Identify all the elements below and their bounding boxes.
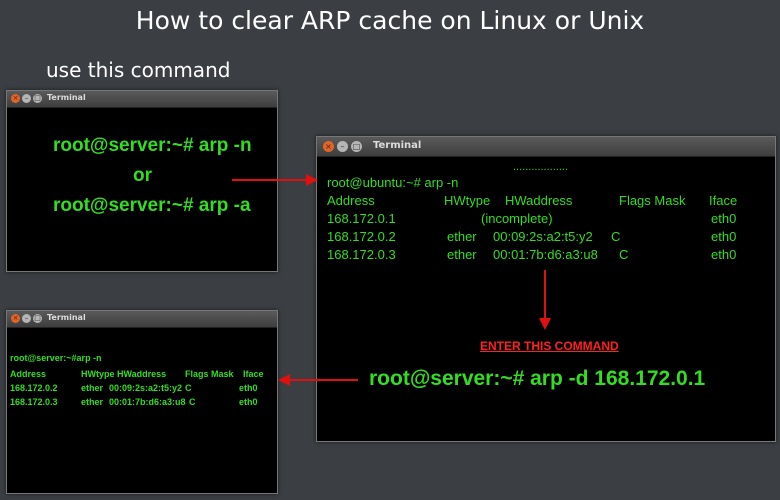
arrow-left-icon <box>278 374 358 386</box>
close-icon[interactable]: × <box>11 314 20 323</box>
page-subtitle: use this command <box>46 58 231 82</box>
column-header-hwtype: HWtype <box>81 369 115 379</box>
table-row-iface: eth0 <box>711 247 737 262</box>
table-row-address: 168.172.0.1 <box>327 211 396 226</box>
table-row-hwtype: ether <box>81 383 104 393</box>
table-row-address: 168.172.0.2 <box>327 229 396 244</box>
column-header-hwtype: HWtype <box>444 193 491 208</box>
prompt-line: root@ubuntu:~# arp -n <box>327 175 459 190</box>
column-header-address: Address <box>10 369 47 379</box>
terminal-titlebar[interactable]: × – □ Terminal <box>317 137 775 157</box>
maximize-icon[interactable]: □ <box>351 141 362 152</box>
arrow-down-icon <box>539 270 551 330</box>
table-row-hwtype: ether <box>81 397 104 407</box>
column-header-iface: Iface <box>243 369 264 379</box>
column-header-address: Address <box>327 193 375 208</box>
table-row-address: 168.172.0.3 <box>327 247 396 262</box>
terminal-titlebar[interactable]: × – □ Terminal <box>7 91 277 108</box>
column-header-flags: Flags Mask <box>619 193 686 208</box>
maximize-icon[interactable]: □ <box>33 94 42 103</box>
column-header-flags: Flags Mask <box>185 369 234 379</box>
minimize-icon[interactable]: – <box>22 314 31 323</box>
table-row-flags: C <box>185 383 192 393</box>
enter-command-label: ENTER THIS COMMAND <box>480 339 619 353</box>
dots-line: .................. <box>513 161 569 173</box>
window-title: Terminal <box>47 93 86 102</box>
table-row-hwaddress: (incomplete) <box>481 211 553 226</box>
table-row-address: 168.172.0.2 <box>10 383 58 393</box>
arrow-right-icon <box>232 174 318 186</box>
window-title: Terminal <box>47 313 86 322</box>
command-line: root@server:~# arp -d 168.172.0.1 <box>369 367 706 390</box>
column-header-iface: Iface <box>709 193 738 208</box>
table-row-hwaddress: 00:09:2s:a2:t5:y2 <box>493 229 593 244</box>
table-row-iface: eth0 <box>711 211 737 226</box>
close-icon[interactable]: × <box>11 94 20 103</box>
prompt-line: root@server:~#arp -n <box>10 353 102 363</box>
table-row-hwaddress: 00:01:7b:d6:a3:u8 <box>493 247 598 262</box>
terminal-window-bottomleft[interactable]: × – □ Terminal root@server:~#arp -n Addr… <box>6 310 278 494</box>
minimize-icon[interactable]: – <box>22 94 31 103</box>
table-row-hwaddress: 00:09:2s:a2:t5:y2 <box>109 383 183 393</box>
window-title: Terminal <box>373 140 422 151</box>
table-row-hwaddress: 00:01:7b:d6:a3:u8 <box>109 397 186 407</box>
column-header-hwaddress: HWaddress <box>505 193 573 208</box>
minimize-icon[interactable]: – <box>337 141 348 152</box>
or-label: or <box>133 165 152 186</box>
table-row-flags: C <box>619 247 629 262</box>
table-row-address: 168.172.0.3 <box>10 397 58 407</box>
column-header-hwaddress: HWaddress <box>117 369 167 379</box>
page-title: How to clear ARP cache on Linux or Unix <box>135 6 645 35</box>
command-line: root@server:~# arp -a <box>53 195 251 216</box>
close-icon[interactable]: × <box>323 141 334 152</box>
table-row-iface: eth0 <box>711 229 737 244</box>
table-row-hwtype: ether <box>447 229 477 244</box>
table-row-iface: eth0 <box>239 383 258 393</box>
table-row-hwtype: ether <box>447 247 477 262</box>
command-line: root@server:~# arp -n <box>53 135 252 156</box>
maximize-icon[interactable]: □ <box>33 314 42 323</box>
table-row-iface: eth0 <box>239 397 258 407</box>
terminal-titlebar[interactable]: × – □ Terminal <box>7 311 277 328</box>
table-row-flags: C <box>611 229 621 244</box>
table-row-flags: C <box>189 397 196 407</box>
